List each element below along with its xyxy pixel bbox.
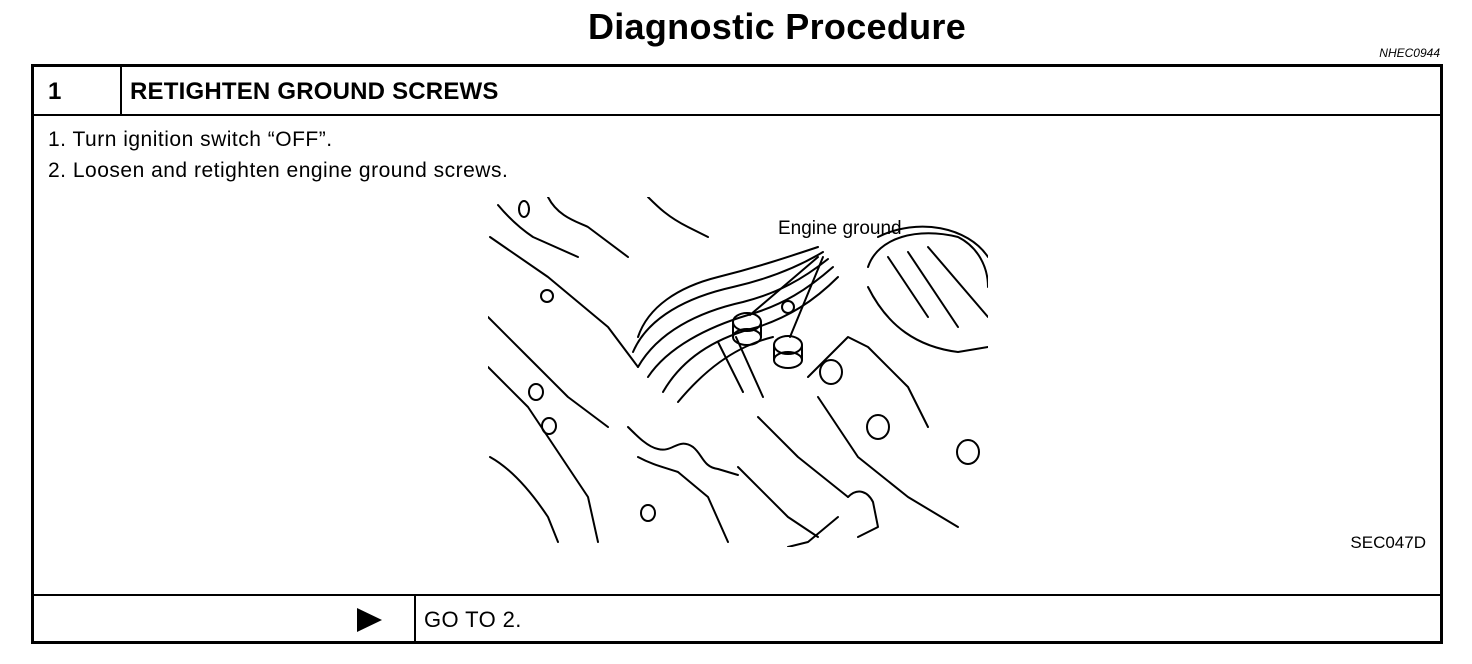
engine-ground-callout-box: Engine ground (778, 218, 902, 239)
engine-ground-callout: Engine ground (778, 218, 902, 239)
procedure-table: 1 RETIGHTEN GROUND SCREWS 1. Turn igniti… (31, 64, 1443, 644)
result-row: GO TO 2. (34, 594, 1440, 643)
figure-code: SEC047D (1350, 533, 1426, 552)
instruction-list: 1. Turn ignition switch “OFF”. 2. Loosen… (48, 124, 508, 186)
instruction-item: 2. Loosen and retighten engine ground sc… (48, 159, 509, 182)
result-divider (414, 596, 416, 643)
header-divider (120, 67, 122, 114)
step-header-row: 1 RETIGHTEN GROUND SCREWS (34, 67, 1440, 116)
step-title: RETIGHTEN GROUND SCREWS (130, 78, 499, 105)
step-number: 1 (48, 78, 62, 105)
page-title: Diagnostic Procedure (587, 6, 967, 47)
instruction-item: 1. Turn ignition switch “OFF”. (48, 128, 333, 151)
engine-ground-illustration (488, 197, 988, 547)
next-step-link[interactable]: GO TO 2. (424, 607, 522, 632)
document-code: NHEC0944 (1379, 46, 1440, 60)
play-arrow-icon (357, 608, 382, 632)
